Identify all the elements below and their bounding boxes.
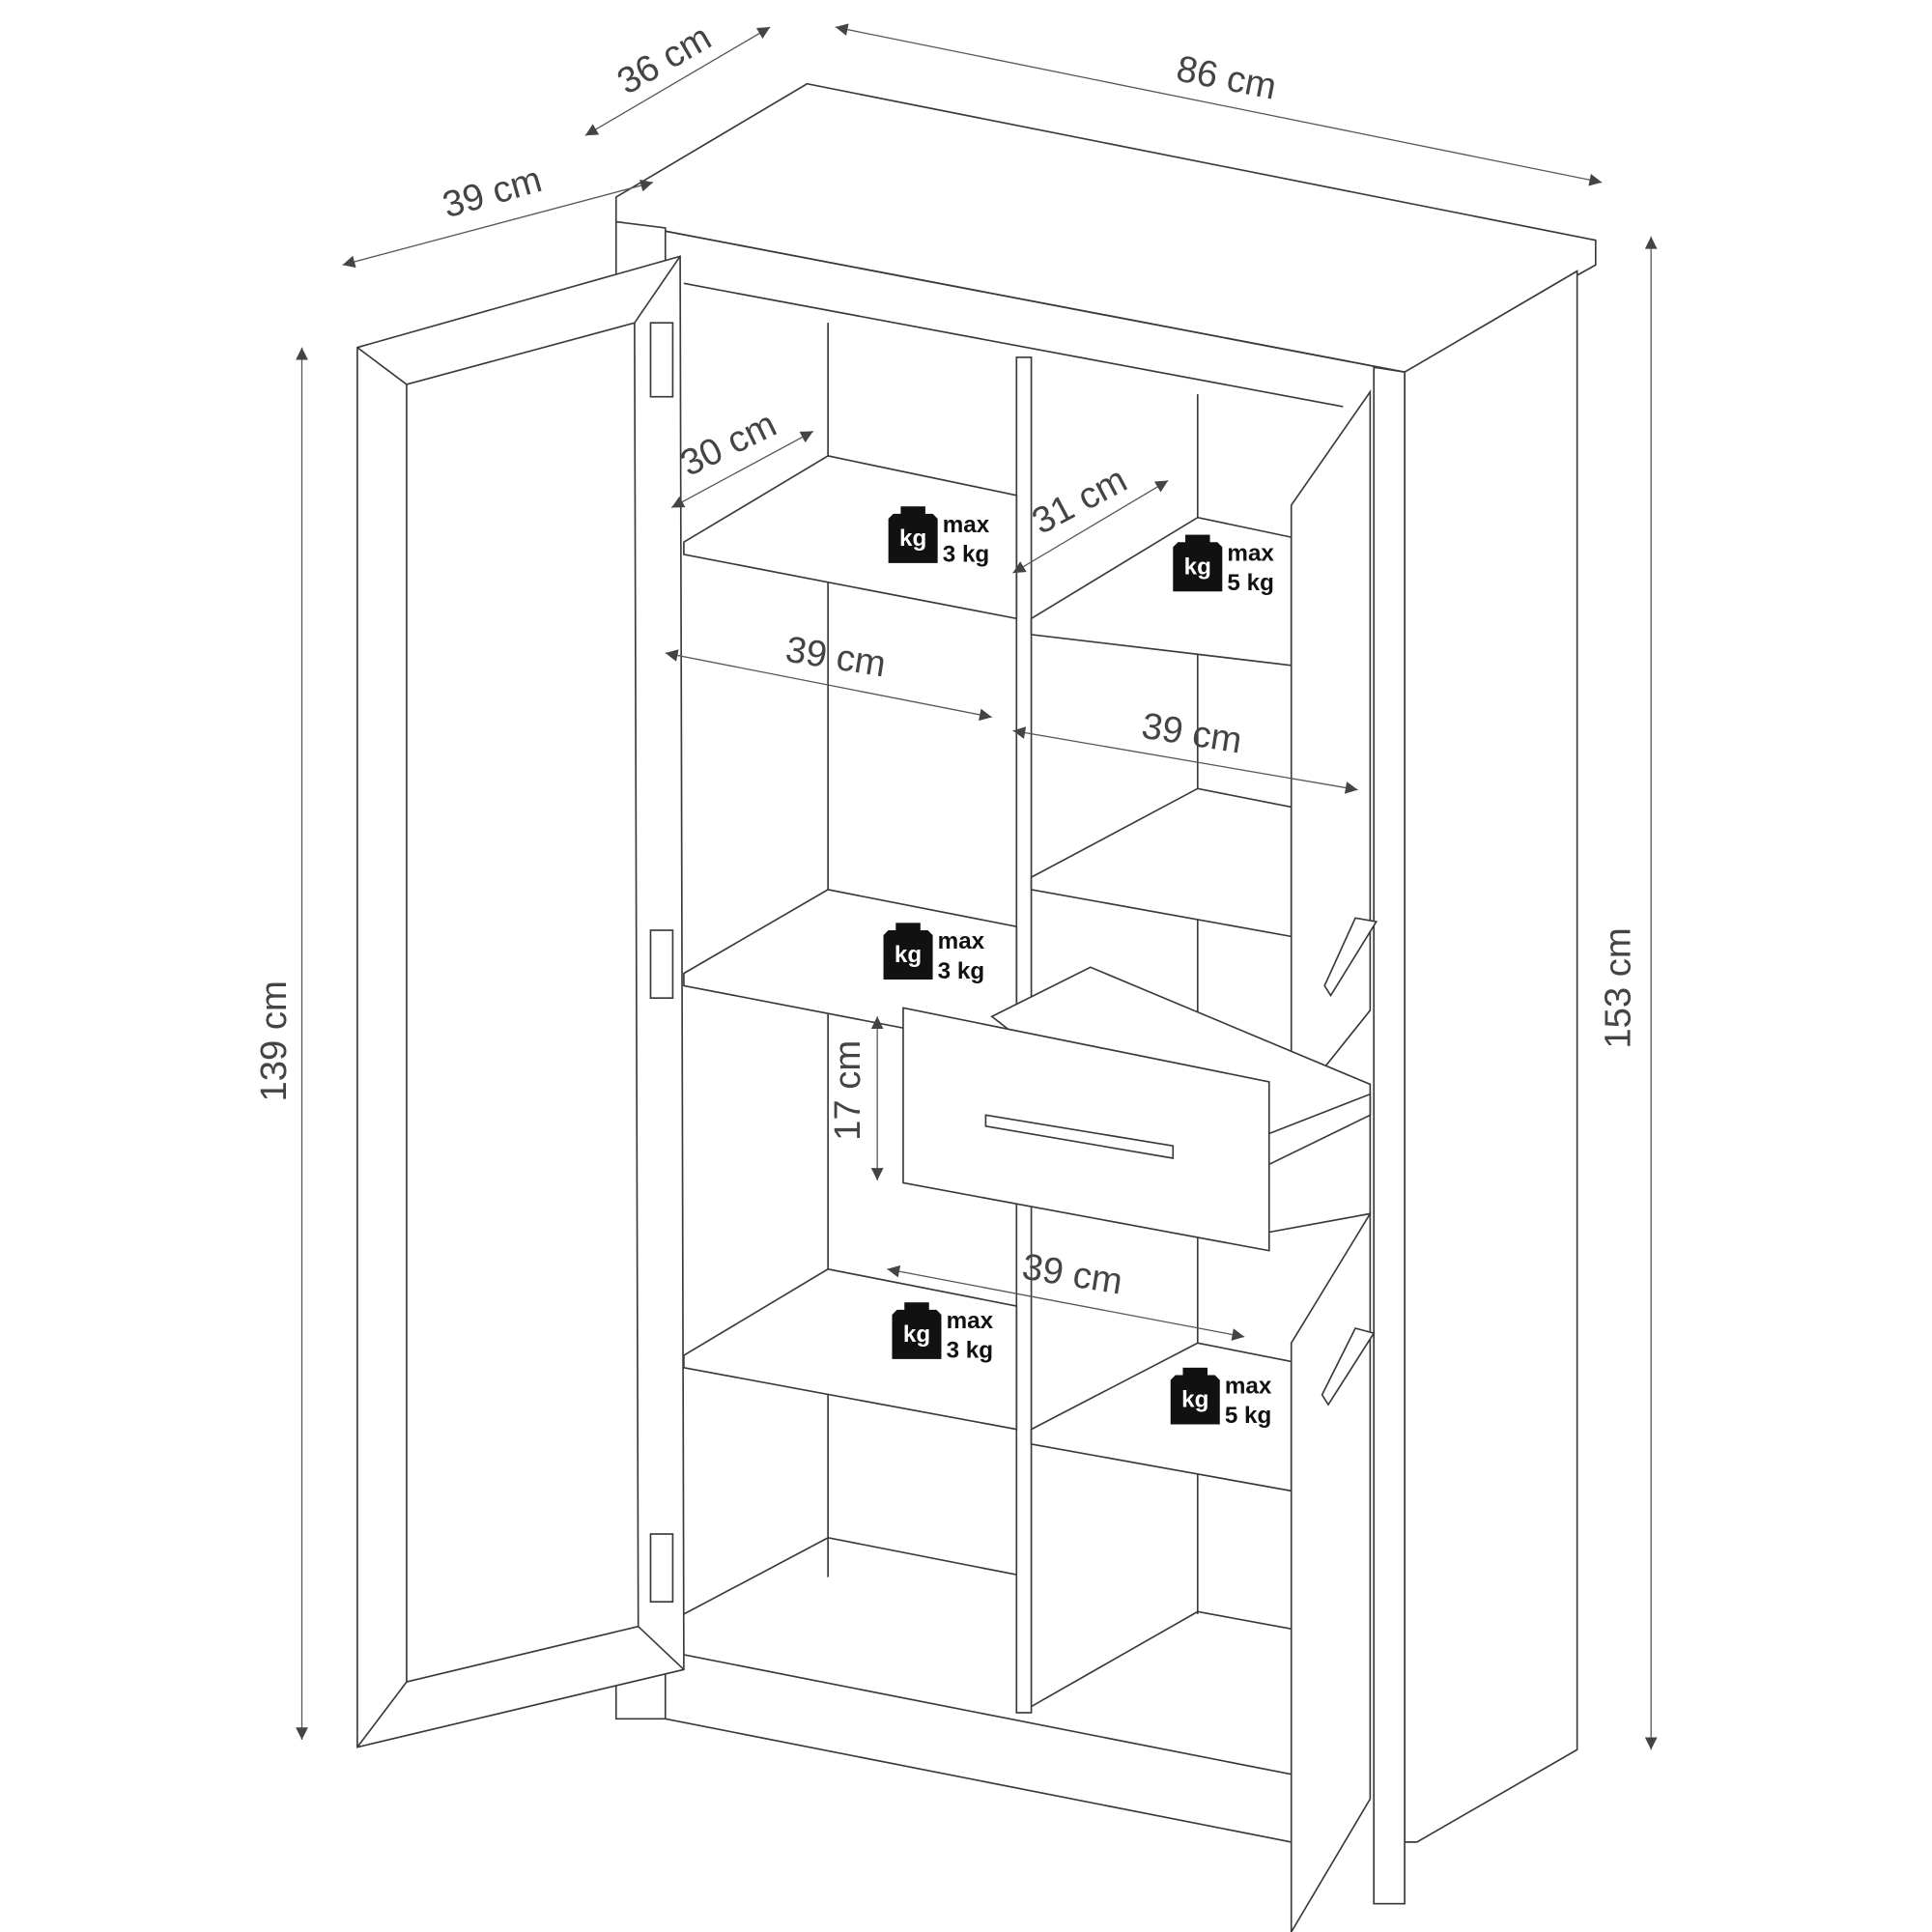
svg-text:5 kg: 5 kg (1225, 1403, 1271, 1429)
right-side-panel (1404, 270, 1578, 1843)
dim-left-inner-width: 39 cm (782, 629, 889, 686)
left-shelf-2 (683, 889, 1018, 1051)
dim-door-width: 39 cm (439, 158, 547, 226)
drawer[interactable] (902, 966, 1372, 1252)
top-slab (614, 82, 1597, 374)
svg-text:3 kg: 3 kg (943, 542, 989, 568)
weight-badge-right-2: kg max 5 kg (1170, 1367, 1272, 1429)
hinge-middle (649, 929, 674, 999)
dim-right-shelf-depth: 31 cm (1025, 459, 1133, 543)
svg-text:kg: kg (899, 526, 926, 552)
weight-badge-left-3: kg max 3 kg (892, 1302, 994, 1364)
svg-text:3 kg: 3 kg (947, 1338, 993, 1364)
dim-total-height: 153 cm (1597, 927, 1638, 1048)
dim-drawer-height: 17 cm (827, 1040, 868, 1141)
svg-text:kg: kg (895, 942, 922, 968)
svg-text:max: max (1227, 540, 1274, 566)
svg-text:kg: kg (1181, 1387, 1208, 1413)
svg-text:max: max (938, 928, 985, 954)
dimension-lines (296, 23, 1658, 1750)
dim-drawer-width: 39 cm (1019, 1246, 1125, 1303)
dim-left-shelf-depth: 30 cm (674, 403, 782, 484)
svg-text:max: max (1225, 1374, 1272, 1400)
drawer-handle[interactable] (984, 1114, 1175, 1159)
svg-text:max: max (943, 512, 990, 538)
right-upper-door-handle[interactable] (1323, 917, 1378, 998)
right-upper-door[interactable] (1290, 388, 1372, 1112)
right-front-edge (1373, 366, 1406, 1905)
drawer-rail (1267, 1093, 1372, 1166)
dim-door-height: 139 cm (253, 980, 295, 1101)
dim-right-inner-width: 39 cm (1139, 705, 1245, 762)
weight-badge-left-1: kg max 3 kg (888, 506, 990, 568)
weight-badge-left-2: kg max 3 kg (883, 923, 985, 984)
svg-text:kg: kg (1184, 554, 1211, 580)
svg-text:5 kg: 5 kg (1227, 570, 1273, 596)
weight-badge-right-1: kg max 5 kg (1173, 534, 1274, 596)
svg-text:3 kg: 3 kg (938, 958, 984, 984)
svg-text:max: max (947, 1308, 994, 1334)
svg-text:kg: kg (903, 1321, 930, 1348)
right-lower-door-handle[interactable] (1321, 1327, 1376, 1406)
hinge-top (649, 322, 674, 398)
right-lower-door[interactable] (1290, 1210, 1372, 1932)
hinge-bottom (649, 1533, 674, 1603)
right-shelf-2 (1030, 787, 1293, 938)
left-glass-door[interactable] (356, 255, 685, 1748)
